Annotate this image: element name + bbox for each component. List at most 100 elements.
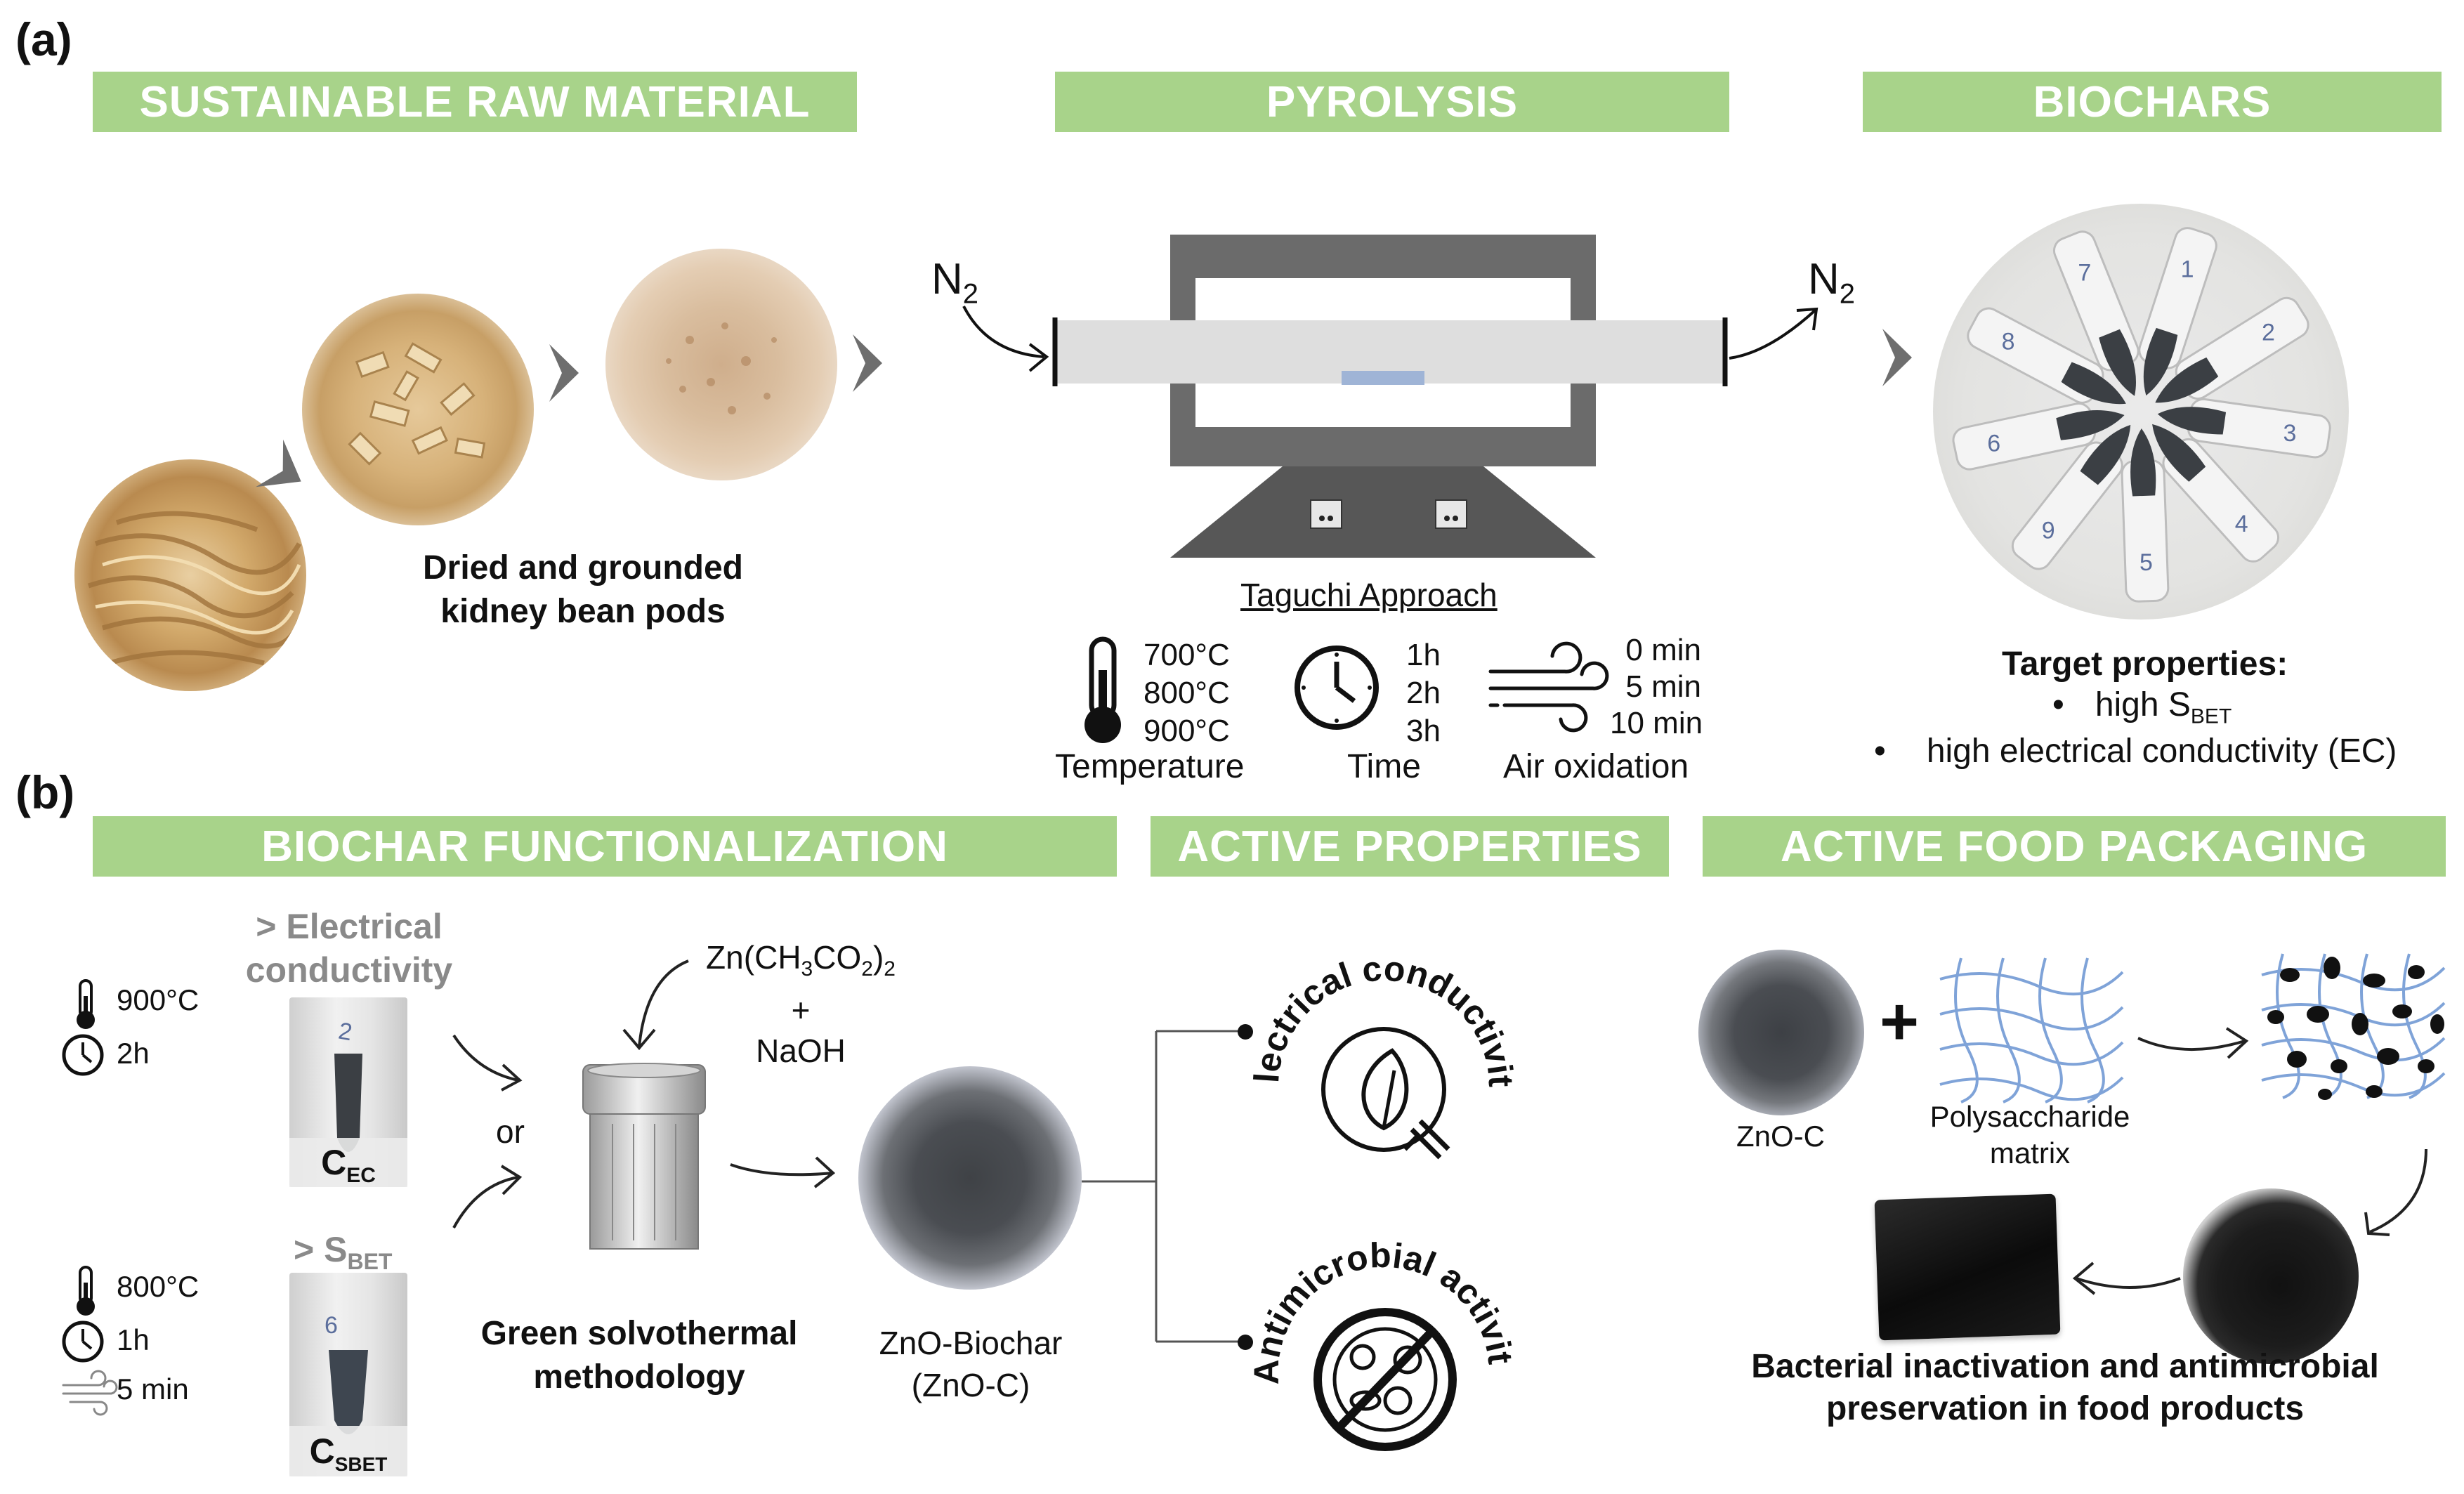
naoh: NaOH: [756, 1033, 846, 1070]
sbet-tube-number: 6: [325, 1312, 338, 1339]
prop-ec-label: Electrical conductivity: [1224, 914, 1521, 1088]
or-label: or: [496, 1113, 525, 1150]
plus-sign: +: [1880, 984, 1920, 1059]
bullet-dot: [1238, 1024, 1253, 1040]
tube-number-label: 9: [2042, 518, 2055, 544]
leaf-icon: [1361, 1048, 1409, 1131]
tube-number-label: 1: [2181, 256, 2194, 282]
taguchi-label: Taguchi Approach: [1240, 577, 1498, 613]
matrix-line2: matrix: [1989, 1136, 2071, 1169]
sbet-heading: > SBET: [294, 1230, 393, 1274]
arrow-right-icon: [2137, 1027, 2249, 1059]
svg-text:Electrical conductivity: Electrical conductivity: [1224, 914, 1521, 1088]
prohibition-slash: [1335, 1327, 1436, 1432]
zno-biochar-photo: [858, 1066, 1082, 1290]
final-line1: Bacterial inactivation and antimicrobial: [1751, 1348, 2379, 1385]
ec-heading-line2: conductivity: [245, 950, 453, 990]
quartz-tube: [1052, 317, 1728, 386]
panel-b-letter: (b): [15, 766, 75, 818]
matrix-line1: Polysaccharide: [1929, 1100, 2130, 1133]
method-line1: Green solvothermal: [480, 1315, 798, 1352]
bullet-dot: [1238, 1335, 1253, 1350]
raw-pods-photo: [74, 459, 306, 691]
biochar-tube: [2011, 424, 2131, 570]
air-oxidation-label: Air oxidation: [1503, 748, 1689, 785]
time-label: Time: [1347, 748, 1421, 785]
thermometer-icon: [77, 979, 95, 1029]
chevron-right-icon: [853, 334, 882, 392]
arrow-curved-icon: [2364, 1148, 2427, 1236]
clock-icon: [1295, 646, 1379, 730]
biochar-tube: [1967, 307, 2126, 405]
bullet: •: [1874, 733, 1886, 770]
time-1h: 1h: [1406, 638, 1441, 672]
arrow-right-icon: [730, 1156, 836, 1188]
n2-inlet-label: N2: [931, 255, 979, 310]
temp-700: 700°C: [1143, 638, 1230, 672]
ec-temp: 900°C: [117, 983, 199, 1016]
arrow-out-icon: [1729, 307, 1818, 360]
pods-caption: Dried and grounded kidney bean pods: [365, 546, 801, 634]
time-3h: 3h: [1406, 714, 1441, 748]
autoclave-reactor-icon: [582, 1063, 706, 1250]
pods-caption-line2: kidney bean pods: [440, 593, 726, 630]
c-ec-label: CEC: [289, 1138, 407, 1187]
air-10min: 10 min: [1610, 706, 1703, 740]
air-5min: 5 min: [1625, 669, 1701, 704]
matrix-caption: Polysaccharide matrix: [1896, 1099, 2163, 1172]
air-0min: 0 min: [1625, 633, 1701, 667]
ec-tube-photo: 2 CEC: [289, 997, 407, 1187]
banner-pyrolysis: PYROLYSIS: [1055, 72, 1729, 132]
biochar-tube: [2157, 398, 2331, 459]
dried-pods-photo: [302, 294, 534, 525]
final-caption: Bacterial inactivation and antimicrobial…: [1672, 1346, 2458, 1430]
packaged-product-photo: [1874, 1193, 2061, 1341]
air-values: 0 min 5 min 10 min: [1610, 632, 1703, 742]
temperature-label: Temperature: [1055, 748, 1245, 785]
wind-icon: [1488, 641, 1609, 733]
chevron-right-icon: [1882, 329, 1912, 386]
ec-time: 2h: [117, 1037, 150, 1070]
antimicrobial-activity-badge: Antimicrobial activity: [1226, 1179, 1521, 1451]
arrow-curved-icon: [622, 959, 689, 1051]
ec-tube-number: 2: [336, 1018, 354, 1047]
biochar-tube: [2138, 227, 2217, 396]
arrow-left-icon: [2072, 1262, 2181, 1295]
banner-raw-material: SUSTAINABLE RAW MATERIAL: [93, 72, 857, 132]
product-caption: ZnO-Biochar (ZnO-C): [851, 1322, 1090, 1406]
thermometer-icon: [1084, 636, 1121, 743]
final-line2: preservation in food products: [1826, 1390, 2305, 1427]
tube-number-label: 8: [2002, 329, 2015, 355]
electrical-conductivity-badge: Electrical conductivity: [1224, 914, 1521, 1160]
banner-active-properties: ACTIVE PROPERTIES: [1151, 816, 1669, 877]
target-properties-title: Target properties:: [2002, 646, 2288, 683]
branch-connector: [1082, 1030, 1245, 1343]
clock-icon: [62, 1034, 104, 1076]
chevron-right-icon: [256, 439, 301, 487]
biochar-tube: [1952, 402, 2125, 471]
pods-caption-line1: Dried and grounded: [423, 549, 743, 587]
method-line2: methodology: [533, 1358, 745, 1396]
temp-900: 900°C: [1143, 714, 1230, 748]
tube-number-label: 4: [2235, 511, 2248, 537]
temperature-values: 700°C 800°C 900°C: [1143, 636, 1230, 750]
ec-heading-line1: > Electrical: [256, 907, 443, 946]
time-values: 1h 2h 3h: [1406, 636, 1441, 750]
zno-c-label: ZnO-C: [1736, 1120, 1825, 1153]
ground-powder-photo: [605, 249, 837, 480]
thermometer-icon: [77, 1266, 95, 1316]
arrow-curved-icon: [452, 1034, 523, 1092]
zinc-acetate: Zn(CH3CO2)2: [706, 939, 896, 981]
arrow-curved-icon: [452, 1165, 523, 1228]
time-2h: 2h: [1406, 676, 1441, 710]
ec-heading: > Electrical conductivity: [233, 905, 465, 992]
tube-number-label: 6: [1987, 430, 2000, 457]
temp-800: 800°C: [1143, 676, 1230, 710]
panel-a-letter: (a): [15, 13, 72, 65]
chevron-right-icon: [549, 344, 579, 402]
bullet: •: [2052, 686, 2064, 723]
polysaccharide-mesh: [1939, 957, 2124, 1103]
composite-mesh: [2261, 953, 2446, 1100]
